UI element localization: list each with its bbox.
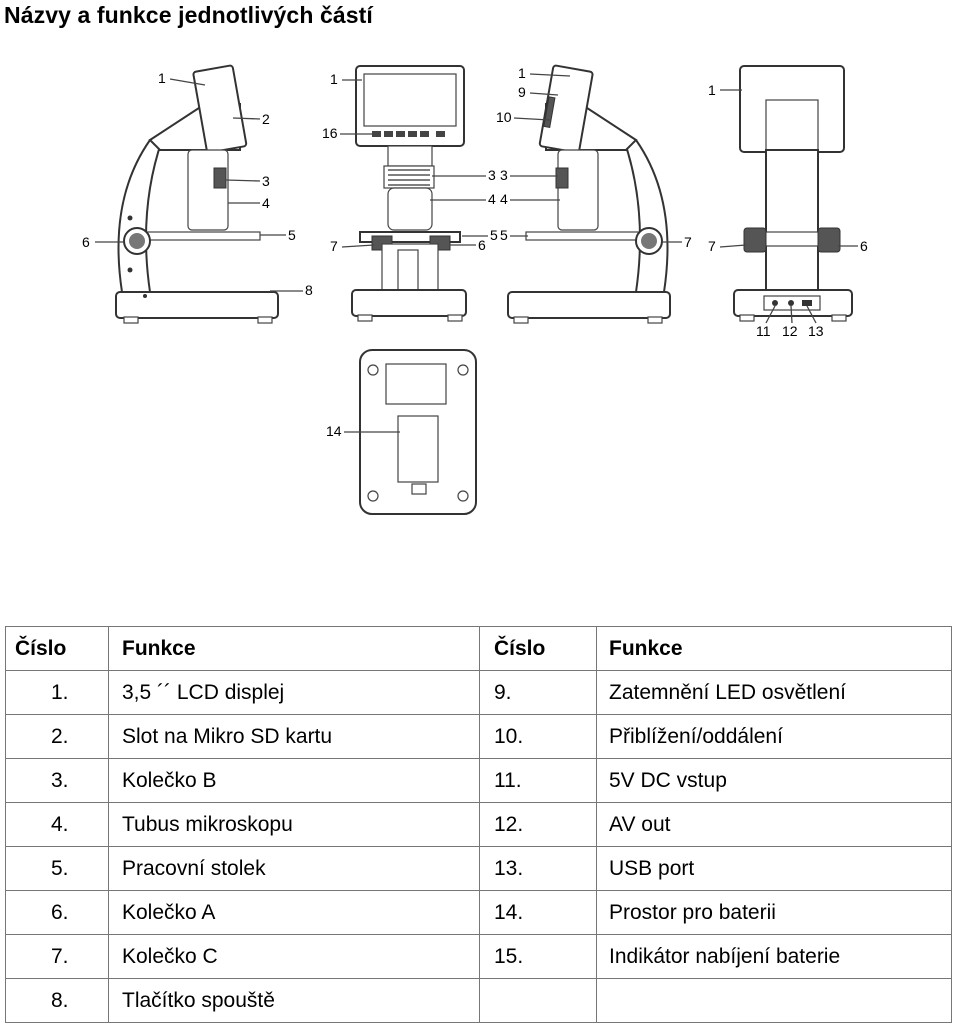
callout-label: 1	[158, 70, 166, 86]
callout-label: 1	[518, 65, 526, 81]
part-number: 14.	[479, 890, 597, 935]
callouts-view1: 1 2 3 4 6 5 8	[82, 70, 313, 298]
microscope-back-view	[733, 65, 853, 322]
part-function: Indikátor nabíjení baterie	[596, 934, 952, 979]
part-number: 15.	[479, 934, 597, 979]
callout-label: 2	[262, 111, 270, 127]
part-function: Přiblížení/oddálení	[596, 714, 952, 759]
callout-label: 6	[82, 234, 90, 250]
part-number: 2.	[5, 714, 109, 759]
header-number-2: Číslo	[479, 626, 597, 671]
callout-label: 5	[490, 227, 498, 243]
callout-label: 5	[500, 227, 508, 243]
callout-label: 11	[756, 323, 771, 339]
table-row: 4. Tubus mikroskopu 12. AV out	[5, 802, 952, 847]
callout-label: 6	[860, 238, 868, 254]
part-number: 1.	[5, 670, 109, 715]
callouts-view3: 1 9 10 3 4 5 7	[496, 65, 692, 250]
part-number: 11.	[479, 758, 597, 803]
part-function: 3,5 ´´ LCD displej	[108, 670, 480, 715]
callout-label: 3	[500, 167, 508, 183]
table-header-row: Číslo Funkce Číslo Funkce	[5, 626, 952, 671]
part-function: Prostor pro baterii	[596, 890, 952, 935]
callout-label: 8	[305, 282, 313, 298]
callout-label: 1	[330, 71, 338, 87]
microscope-parts-diagram: 1 2 3 4 6 5 8	[82, 64, 868, 515]
callout-label: 3	[488, 167, 496, 183]
part-number: 10.	[479, 714, 597, 759]
part-number: 13.	[479, 846, 597, 891]
part-function: Tlačítko spouště	[108, 978, 480, 1023]
table-row: 7. Kolečko C 15. Indikátor nabíjení bate…	[5, 934, 952, 979]
callout-label: 14	[326, 423, 342, 439]
header-function-1: Funkce	[108, 626, 480, 671]
part-function: Tubus mikroskopu	[108, 802, 480, 847]
callouts-view2: 1 16 3 4 7 6 5	[322, 71, 498, 254]
part-function: Kolečko C	[108, 934, 480, 979]
callout-label: 9	[518, 84, 526, 100]
callout-label: 7	[708, 238, 716, 254]
part-function: Pracovní stolek	[108, 846, 480, 891]
part-number: 12.	[479, 802, 597, 847]
table-row: 8. Tlačítko spouště	[5, 978, 952, 1023]
callout-label: 6	[478, 237, 486, 253]
part-function: Kolečko A	[108, 890, 480, 935]
callout-label: 12	[782, 323, 798, 339]
table-row: 3. Kolečko B 11. 5V DC vstup	[5, 758, 952, 803]
callout-label: 7	[684, 234, 692, 250]
table-row: 1. 3,5 ´´ LCD displej 9. Zatemnění LED o…	[5, 670, 952, 715]
parts-table: Číslo Funkce Číslo Funkce 1. 3,5 ´´ LCD …	[5, 626, 952, 1023]
part-number	[479, 978, 597, 1023]
part-number: 8.	[5, 978, 109, 1023]
callout-label: 7	[330, 238, 338, 254]
part-function: Zatemnění LED osvětlení	[596, 670, 952, 715]
part-function	[596, 978, 952, 1023]
callout-label: 1	[708, 82, 716, 98]
table-row: 6. Kolečko A 14. Prostor pro baterii	[5, 890, 952, 935]
callout-label: 10	[496, 109, 512, 125]
table-row: 2. Slot na Mikro SD kartu 10. Přiblížení…	[5, 714, 952, 759]
part-number: 5.	[5, 846, 109, 891]
callout-label: 3	[262, 173, 270, 189]
callout-label: 13	[808, 323, 824, 339]
part-function: AV out	[596, 802, 952, 847]
callout-label: 4	[488, 191, 496, 207]
part-number: 3.	[5, 758, 109, 803]
part-function: Kolečko B	[108, 758, 480, 803]
part-function: 5V DC vstup	[596, 758, 952, 803]
part-number: 9.	[479, 670, 597, 715]
microscope-bottom-view	[359, 349, 477, 515]
callouts-view5: 14	[326, 423, 400, 439]
header-number-1: Číslo	[5, 626, 109, 671]
callout-label: 16	[322, 125, 338, 141]
part-function: Slot na Mikro SD kartu	[108, 714, 480, 759]
part-number: 4.	[5, 802, 109, 847]
callout-label: 4	[500, 191, 508, 207]
callouts-view4: 1 7 6 11 12 13	[708, 82, 868, 339]
part-number: 6.	[5, 890, 109, 935]
microscope-front-view	[351, 65, 467, 322]
part-function: USB port	[596, 846, 952, 891]
part-number: 7.	[5, 934, 109, 979]
microscope-side-view-left	[115, 64, 279, 324]
callout-label: 4	[262, 195, 270, 211]
header-function-2: Funkce	[596, 626, 952, 671]
microscope-side-view-right	[507, 64, 671, 324]
callout-label: 5	[288, 227, 296, 243]
table-row: 5. Pracovní stolek 13. USB port	[5, 846, 952, 891]
page-title: Názvy a funkce jednotlivých částí	[4, 2, 373, 28]
